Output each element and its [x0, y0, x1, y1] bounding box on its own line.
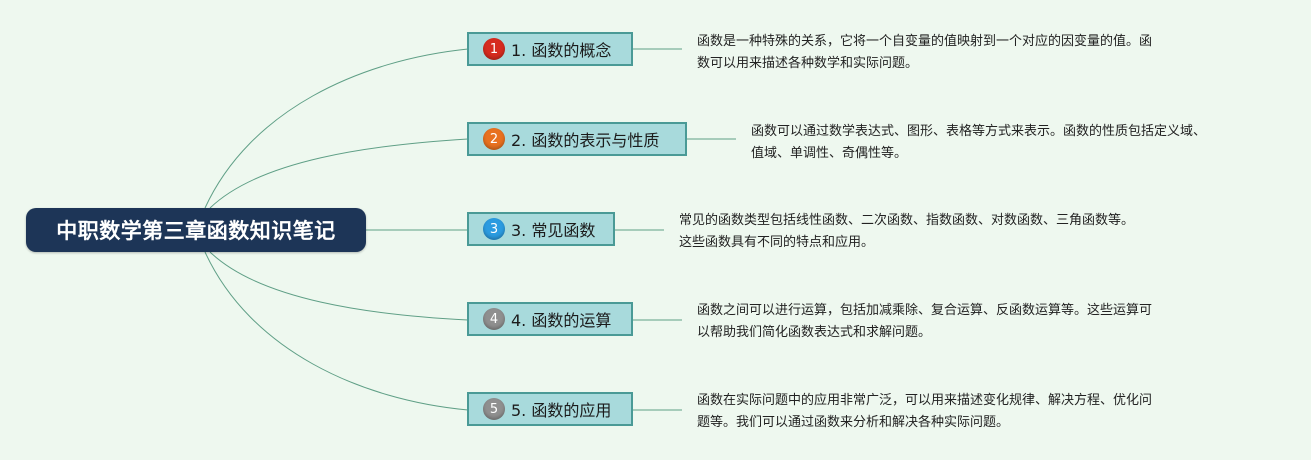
- description-line: 以帮助我们简化函数表达式和求解问题。: [697, 325, 932, 340]
- branch-node-function-applications[interactable]: 5 5. 函数的应用: [467, 392, 633, 426]
- root-node[interactable]: 中职数学第三章函数知识笔记: [26, 208, 366, 252]
- branch-description-1: 函数是一种特殊的关系，它将一个自变量的值映射到一个对应的因变量的值。函 数可以用…: [697, 31, 1197, 75]
- branch-description-4: 函数之间可以进行运算，包括加减乘除、复合运算、反函数运算等。这些运算可 以帮助我…: [697, 300, 1197, 344]
- number-1-icon: 1: [483, 38, 505, 60]
- number-4-icon: 4: [483, 308, 505, 330]
- branch-node-representation-properties[interactable]: 2 2. 函数的表示与性质: [467, 122, 687, 156]
- link-root-branch-4: [209, 251, 469, 321]
- branch-node-function-operations[interactable]: 4 4. 函数的运算: [467, 302, 633, 336]
- branch-label: 4. 函数的运算: [511, 311, 612, 330]
- link-root-branch-5: [204, 251, 469, 411]
- description-line: 数可以用来描述各种数学和实际问题。: [697, 56, 919, 71]
- branch-label: 3. 常见函数: [511, 221, 596, 240]
- description-line: 值域、单调性、奇偶性等。: [751, 146, 908, 161]
- description-line: 常见的函数类型包括线性函数、二次函数、指数函数、对数函数、三角函数等。: [679, 213, 1135, 228]
- description-line: 题等。我们可以通过函数来分析和解决各种实际问题。: [697, 415, 1010, 430]
- branch-node-function-concept[interactable]: 1 1. 函数的概念: [467, 32, 633, 66]
- link-root-branch-2: [209, 138, 469, 209]
- branch-description-5: 函数在实际问题中的应用非常广泛，可以用来描述变化规律、解决方程、优化问 题等。我…: [697, 390, 1197, 434]
- description-line: 函数可以通过数学表达式、图形、表格等方式来表示。函数的性质包括定义域、: [751, 124, 1207, 139]
- description-line: 这些函数具有不同的特点和应用。: [679, 235, 875, 250]
- link-root-branch-1: [204, 48, 469, 209]
- description-line: 函数是一种特殊的关系，它将一个自变量的值映射到一个对应的因变量的值。函: [697, 34, 1153, 49]
- number-3-icon: 3: [483, 218, 505, 240]
- branch-label: 5. 函数的应用: [511, 401, 612, 420]
- description-line: 函数在实际问题中的应用非常广泛，可以用来描述变化规律、解决方程、优化问: [697, 393, 1153, 408]
- branch-description-3: 常见的函数类型包括线性函数、二次函数、指数函数、对数函数、三角函数等。 这些函数…: [679, 210, 1179, 254]
- number-2-icon: 2: [483, 128, 505, 150]
- branch-label: 2. 函数的表示与性质: [511, 131, 660, 150]
- branch-description-2: 函数可以通过数学表达式、图形、表格等方式来表示。函数的性质包括定义域、 值域、单…: [751, 121, 1251, 165]
- root-title: 中职数学第三章函数知识笔记: [56, 219, 336, 243]
- number-5-icon: 5: [483, 398, 505, 420]
- branch-node-common-functions[interactable]: 3 3. 常见函数: [467, 212, 615, 246]
- branch-label: 1. 函数的概念: [511, 41, 612, 60]
- description-line: 函数之间可以进行运算，包括加减乘除、复合运算、反函数运算等。这些运算可: [697, 303, 1153, 318]
